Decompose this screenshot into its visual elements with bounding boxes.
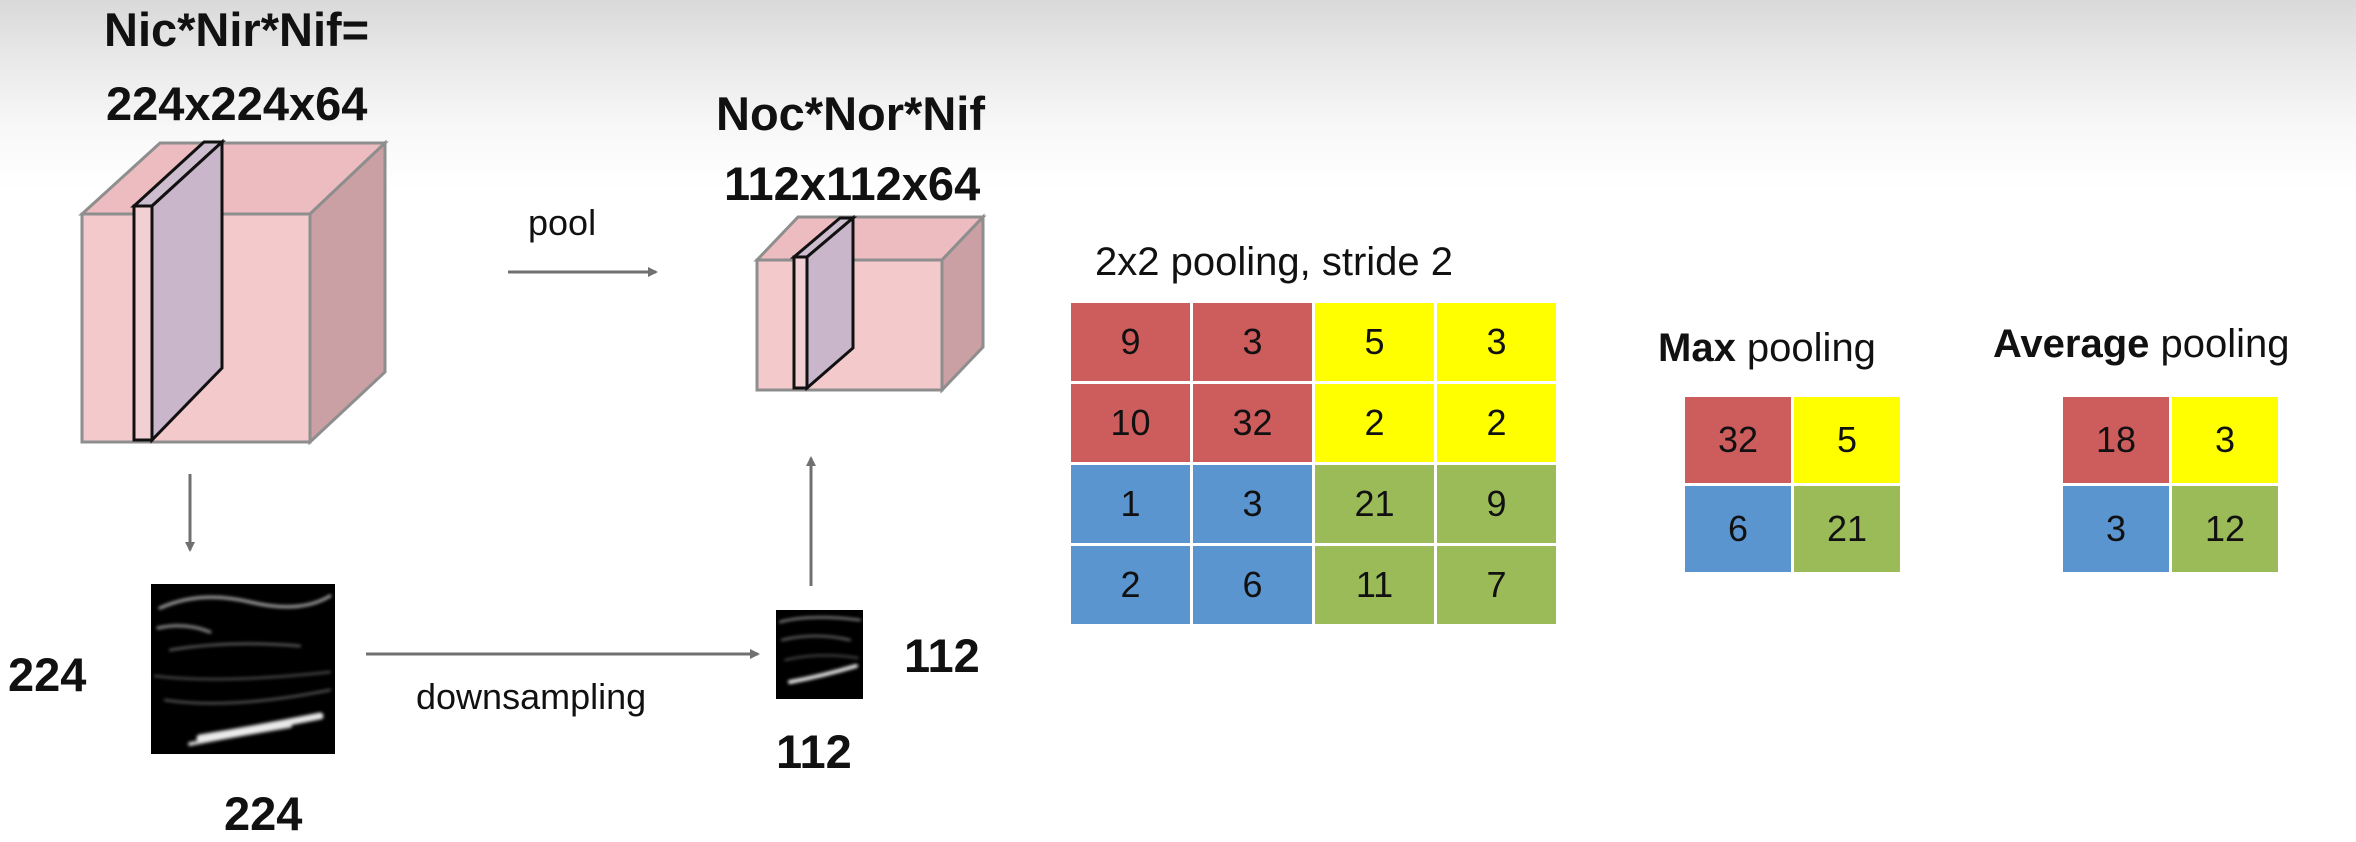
grid-cell: 5: [1315, 303, 1434, 381]
grid-cell: 1: [1071, 465, 1190, 543]
grid-cell: 3: [2063, 486, 2169, 572]
grid-cell: 6: [1193, 546, 1312, 624]
grid-cell: 32: [1685, 397, 1791, 483]
grid-cell: 21: [1315, 465, 1434, 543]
output-feature-map-image: [776, 610, 863, 699]
grid-cell: 11: [1315, 546, 1434, 624]
input-height-label: 224: [8, 648, 87, 701]
pool-label: pool: [528, 202, 597, 243]
average-pooling-title-rest: pooling: [2149, 322, 2290, 366]
grid-cell: 5: [1794, 397, 1900, 483]
max-pooling-title-bold: Max: [1658, 326, 1736, 370]
grid-cell: 2: [1071, 546, 1190, 624]
grid-cell: 9: [1071, 303, 1190, 381]
output-dims-label: 112x112x64: [724, 157, 981, 210]
grid-cell: 7: [1437, 546, 1556, 624]
pooling-title: 2x2 pooling, stride 2: [1095, 240, 1454, 284]
input-width-label: 224: [224, 787, 303, 840]
grid-cell: 3: [1193, 465, 1312, 543]
grid-cell: 18: [2063, 397, 2169, 483]
average-pooling-title-bold: Average: [1993, 322, 2150, 366]
grid-cell: 9: [1437, 465, 1556, 543]
average-pooling-grid: 18 3 3 12: [2063, 397, 2278, 572]
output-width-label: 112: [776, 725, 852, 778]
grid-cell: 3: [1193, 303, 1312, 381]
grid-cell: 3: [2172, 397, 2278, 483]
max-pooling-title: Max pooling: [1658, 326, 1876, 371]
output-height-label: 112: [904, 629, 980, 682]
input-volume-cube: [78, 138, 389, 446]
grid-cell: 3: [1437, 303, 1556, 381]
input-formula-label: Nic*Nir*Nif=: [104, 3, 370, 56]
max-pooling-grid: 32 5 6 21: [1685, 397, 1900, 572]
output-volume-cube: [753, 213, 987, 394]
grid-cell: 10: [1071, 384, 1190, 462]
max-pooling-title-rest: pooling: [1735, 326, 1876, 370]
grid-cell: 2: [1315, 384, 1434, 462]
input-dims-label: 224x224x64: [106, 77, 368, 130]
average-pooling-title: Average pooling: [1993, 322, 2290, 367]
downsampling-label: downsampling: [416, 676, 647, 717]
grid-cell: 12: [2172, 486, 2278, 572]
grid-cell: 32: [1193, 384, 1312, 462]
output-depth-slice-front: [792, 255, 809, 390]
input-feature-map-image: [151, 584, 335, 754]
grid-cell: 21: [1794, 486, 1900, 572]
grid-cell: 2: [1437, 384, 1556, 462]
output-formula-label: Noc*Nor*Nif: [716, 87, 985, 140]
input-depth-slice-front: [132, 204, 154, 442]
grid-cell: 6: [1685, 486, 1791, 572]
input-pooling-grid: 9 3 5 3 10 32 2 2 1 3 21 9 2 6 11 7: [1071, 303, 1556, 624]
